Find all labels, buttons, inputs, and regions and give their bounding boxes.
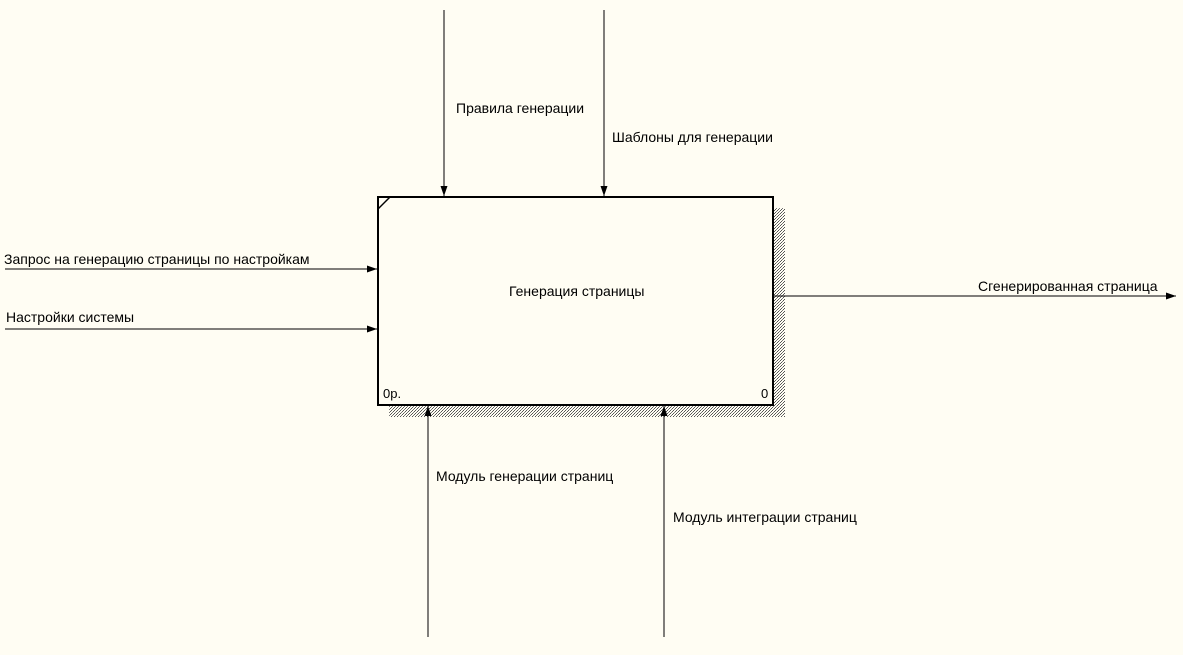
activity-node-label: 0р.	[383, 386, 402, 401]
activity-box[interactable]	[377, 196, 774, 406]
activity-name: Генерация страницы	[509, 283, 645, 299]
mechanism-label-generation-module[interactable]: Модуль генерации страниц	[436, 468, 614, 484]
input-label-settings[interactable]: Настройки системы	[6, 309, 135, 325]
output-label-generated-page[interactable]: Сгенерированная страница	[978, 278, 1158, 294]
mechanism-label-integration-module[interactable]: Модуль интеграции страниц	[673, 509, 857, 525]
control-label-templates[interactable]: Шаблоны для генерации	[612, 129, 773, 145]
input-label-request[interactable]: Запрос на генерацию страницы по настройк…	[4, 251, 310, 267]
activity-box-corner-mark	[377, 196, 391, 210]
control-label-rules[interactable]: Правила генерации	[456, 100, 585, 116]
activity-box-shadow-right	[774, 208, 785, 417]
activity-box-shadow-bottom	[389, 405, 785, 417]
activity-number: 0	[761, 386, 769, 401]
